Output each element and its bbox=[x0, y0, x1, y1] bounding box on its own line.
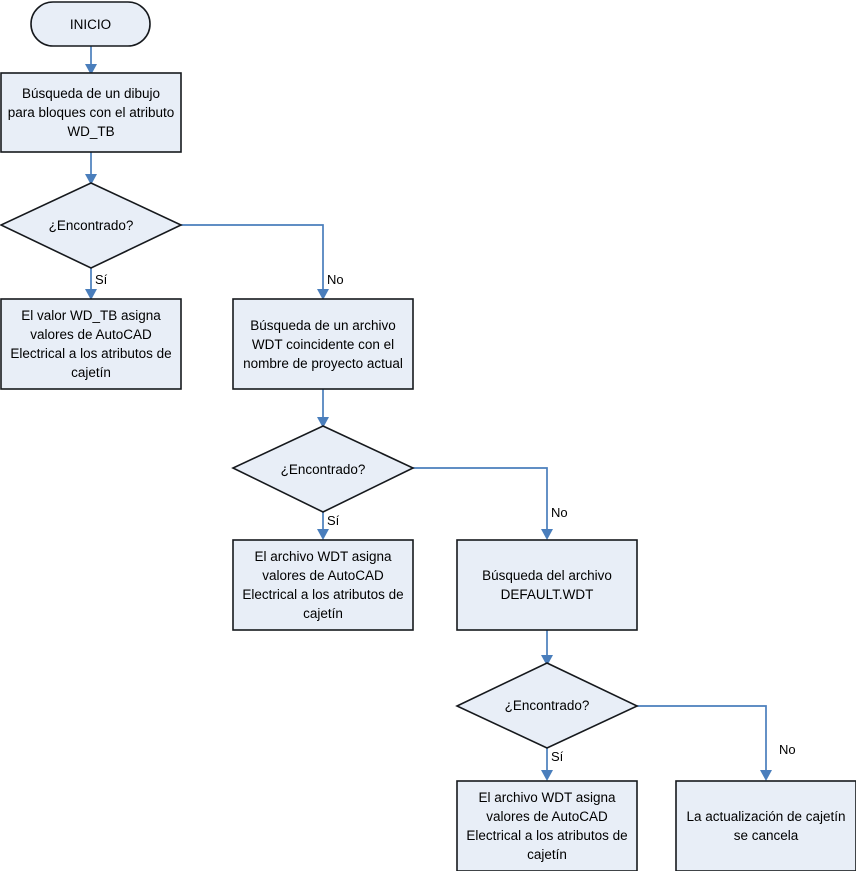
node-decision1-shape bbox=[0, 182, 183, 269]
edge-label-decision1-no: No bbox=[327, 272, 344, 287]
node-wdt-assign-1-shape bbox=[232, 539, 414, 631]
node-cancelled-shape bbox=[675, 780, 856, 871]
node-wdt-assign-2-shape bbox=[456, 780, 638, 871]
edge-label-decision3-no: No bbox=[779, 742, 796, 757]
node-search-wdt-project-shape bbox=[232, 298, 414, 390]
edge-label-decision1-yes: Sí bbox=[95, 272, 108, 287]
connector-decision3-yes bbox=[541, 748, 553, 781]
connector-decision1-no bbox=[181, 224, 329, 300]
node-decision3-shape bbox=[455, 662, 639, 749]
node-start-shape bbox=[30, 1, 151, 47]
node-decision2-shape bbox=[231, 425, 415, 513]
edge-label-decision2-no: No bbox=[551, 505, 568, 520]
node-search-default-wdt-shape bbox=[456, 539, 638, 631]
connector-decision3-no bbox=[637, 705, 772, 781]
connector-decision2-yes bbox=[317, 512, 329, 540]
connector-search-wdt-to-decision2 bbox=[317, 389, 329, 428]
node-search-block-shape bbox=[0, 72, 182, 153]
connector-search-block-to-decision1 bbox=[85, 152, 97, 185]
connector-default-wdt-to-decision3 bbox=[541, 630, 553, 666]
connector-decision1-yes bbox=[85, 268, 97, 300]
connector-decision2-no bbox=[413, 467, 553, 540]
edge-label-decision2-yes: Sí bbox=[327, 513, 340, 528]
node-wdtb-assign-shape bbox=[0, 298, 182, 390]
edge-label-decision3-yes: Sí bbox=[551, 749, 564, 764]
connector-start-to-search-block bbox=[85, 46, 97, 75]
